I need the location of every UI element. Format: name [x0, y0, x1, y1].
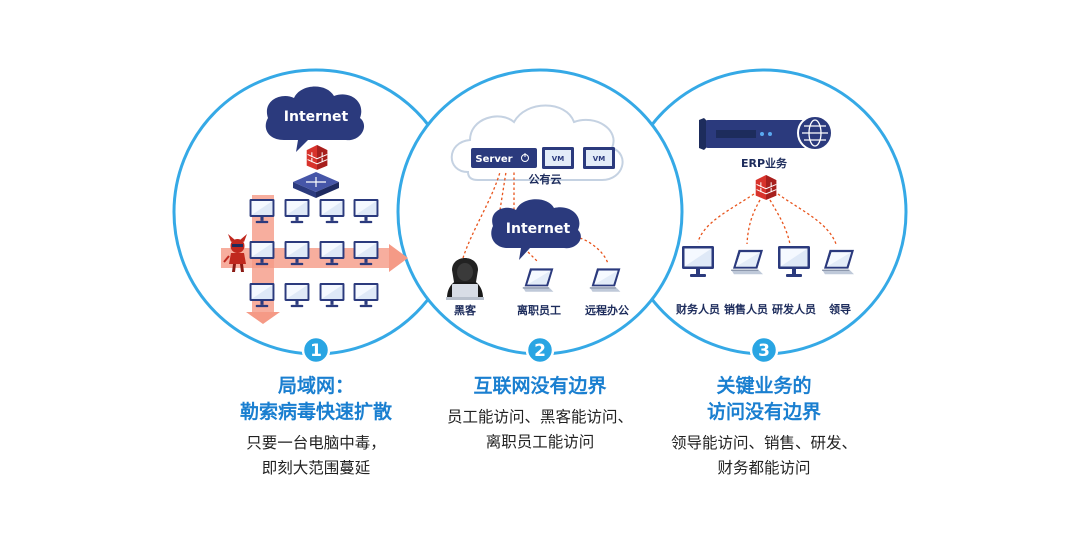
vm-icon: VM — [583, 147, 615, 169]
panel3-desc-line1: 领导能访问、销售、研发、 — [671, 434, 857, 452]
panel1-desc-line2: 即刻大范围蔓延 — [262, 459, 371, 477]
internet-cloud-icon: Internet — [265, 86, 365, 152]
panel-erp: ERP业务 财务人员 销售人员 研发人员 领导 3 关键业务的 访问没有边界 领… — [671, 115, 857, 477]
svg-text:3: 3 — [758, 341, 770, 361]
user-label-sales: 销售人员 — [724, 302, 768, 316]
panel2-desc-line1: 员工能访问、黑客能访问、 — [447, 408, 633, 426]
internet-label: Internet — [506, 221, 571, 237]
internet-cloud-icon: Internet — [491, 199, 581, 260]
panel2-desc-line2: 离职员工能访问 — [486, 433, 595, 451]
vm-icon: VM — [542, 147, 574, 169]
svg-text:1: 1 — [310, 341, 322, 361]
panel2-title: 互联网没有边界 — [473, 374, 606, 397]
step-badge-2: 2 — [525, 335, 555, 365]
panel1-desc-line1: 只要一台电脑中毒， — [246, 434, 386, 452]
step-badge-3: 3 — [749, 335, 779, 365]
user-label-leader: 领导 — [828, 302, 851, 316]
svg-text:VM: VM — [552, 155, 564, 163]
node-label-remote-work: 远程办公 — [585, 303, 629, 317]
firewall-icon — [306, 144, 328, 171]
user-label-rnd: 研发人员 — [772, 302, 816, 316]
erp-label: ERP业务 — [741, 156, 788, 170]
node-label-hacker: 黑客 — [454, 303, 477, 317]
firewall-icon — [755, 174, 777, 201]
panel1-title-line2: 勒索病毒快速扩散 — [240, 400, 392, 423]
virus-devil-icon — [223, 234, 247, 272]
svg-text:VM: VM — [593, 155, 605, 163]
server-icon: Server — [471, 148, 537, 168]
node-label-former-employee: 离职员工 — [517, 303, 561, 317]
panel3-title-line1: 关键业务的 — [716, 374, 811, 397]
erp-server-icon — [699, 115, 833, 151]
panel2-connections — [462, 171, 609, 265]
panel3-title-line2: 访问没有边界 — [707, 400, 821, 423]
panel-internet: Server VM VM 公有云 — [446, 104, 633, 451]
public-cloud-icon: Server VM VM 公有云 — [450, 104, 624, 186]
panel1-title-line1: 局域网： — [278, 374, 354, 397]
internet-label: Internet — [284, 109, 349, 125]
server-label: Server — [475, 154, 512, 165]
panel3-desc-line2: 财务都能访问 — [717, 459, 810, 477]
svg-text:2: 2 — [534, 341, 546, 361]
public-cloud-label: 公有云 — [529, 172, 562, 186]
panel3-connections — [697, 193, 837, 245]
user-label-finance: 财务人员 — [675, 302, 720, 316]
hacker-icon — [446, 258, 484, 300]
switch-icon — [293, 172, 339, 198]
panel-lan: Internet — [221, 86, 408, 477]
step-badge-1: 1 — [301, 335, 331, 365]
